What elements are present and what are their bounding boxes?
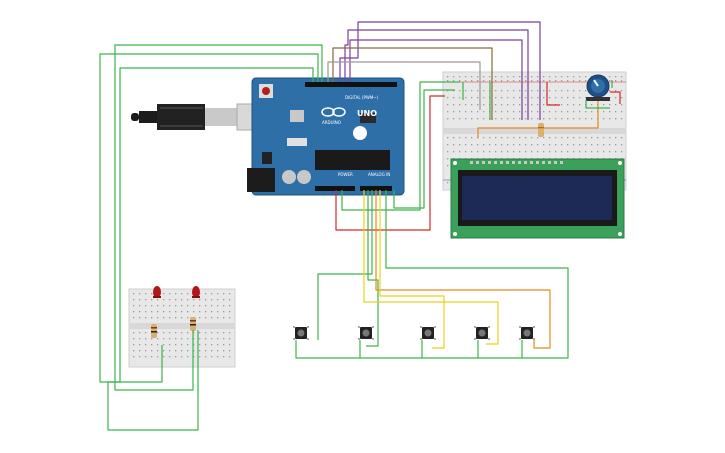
atmega-chip: [315, 150, 390, 170]
led-breadboard: [128, 288, 236, 368]
wires: [99, 21, 621, 431]
power-header-label: POWER: [338, 172, 353, 177]
board-model-label: UNO: [357, 109, 377, 118]
power-jack: [247, 168, 275, 192]
pushbutton[interactable]: [420, 326, 436, 340]
wire-green-left-3: [107, 67, 314, 431]
pushbutton[interactable]: [358, 326, 374, 340]
wire-brown: [332, 47, 493, 120]
wire-gray: [327, 61, 481, 110]
digital-header: [305, 82, 397, 87]
resistor-right[interactable]: [190, 317, 196, 331]
wire-green-lcd-1: [393, 89, 455, 209]
resistor-lcd[interactable]: [538, 123, 544, 137]
lcd-screen: [462, 176, 612, 220]
wire-green-left-2: [99, 53, 319, 383]
wire-green-lcd-2: [341, 81, 460, 211]
wire-purple-3: [349, 39, 523, 120]
potentiometer[interactable]: [586, 74, 610, 101]
pushbuttons: [293, 326, 535, 340]
analog-header-label: ANALOG IN: [368, 172, 390, 177]
board-brand-label: ARDUINO: [322, 120, 341, 125]
led-left[interactable]: [153, 286, 161, 298]
led-right[interactable]: [192, 286, 200, 298]
resistor-left[interactable]: [151, 324, 157, 338]
wire-orange-bb: [477, 101, 599, 138]
wire-green-btn-3: [366, 190, 379, 347]
wire-yellow-btn: [363, 190, 499, 345]
usb-cable: [131, 103, 266, 131]
wire-green-btn-1: [295, 190, 569, 359]
wire-yellow-btn-2: [379, 190, 445, 349]
power-header: [315, 186, 355, 191]
arduino-uno-board[interactable]: UNO ARDUINO DIGITAL (PWM~) POWER ANALOG …: [247, 77, 405, 196]
reset-button[interactable]: [262, 87, 270, 95]
wire-red: [335, 95, 445, 231]
wire-green-bb-3: [585, 100, 610, 109]
wire-green-left-1: [114, 44, 323, 391]
wire-green-btn-2: [317, 190, 373, 340]
pushbutton[interactable]: [293, 326, 309, 340]
wire-red-bb2: [610, 91, 621, 104]
wire-red-bb: [546, 82, 560, 106]
digital-header-label: DIGITAL (PWM~): [345, 95, 379, 100]
wire-orange-btn: [375, 190, 551, 349]
analog-header: [360, 186, 392, 191]
pushbutton[interactable]: [474, 326, 490, 340]
lcd-pins: [470, 161, 563, 164]
pushbutton[interactable]: [519, 326, 535, 340]
wire-purple-2: [344, 29, 529, 120]
lcd-16x2: [450, 158, 625, 239]
